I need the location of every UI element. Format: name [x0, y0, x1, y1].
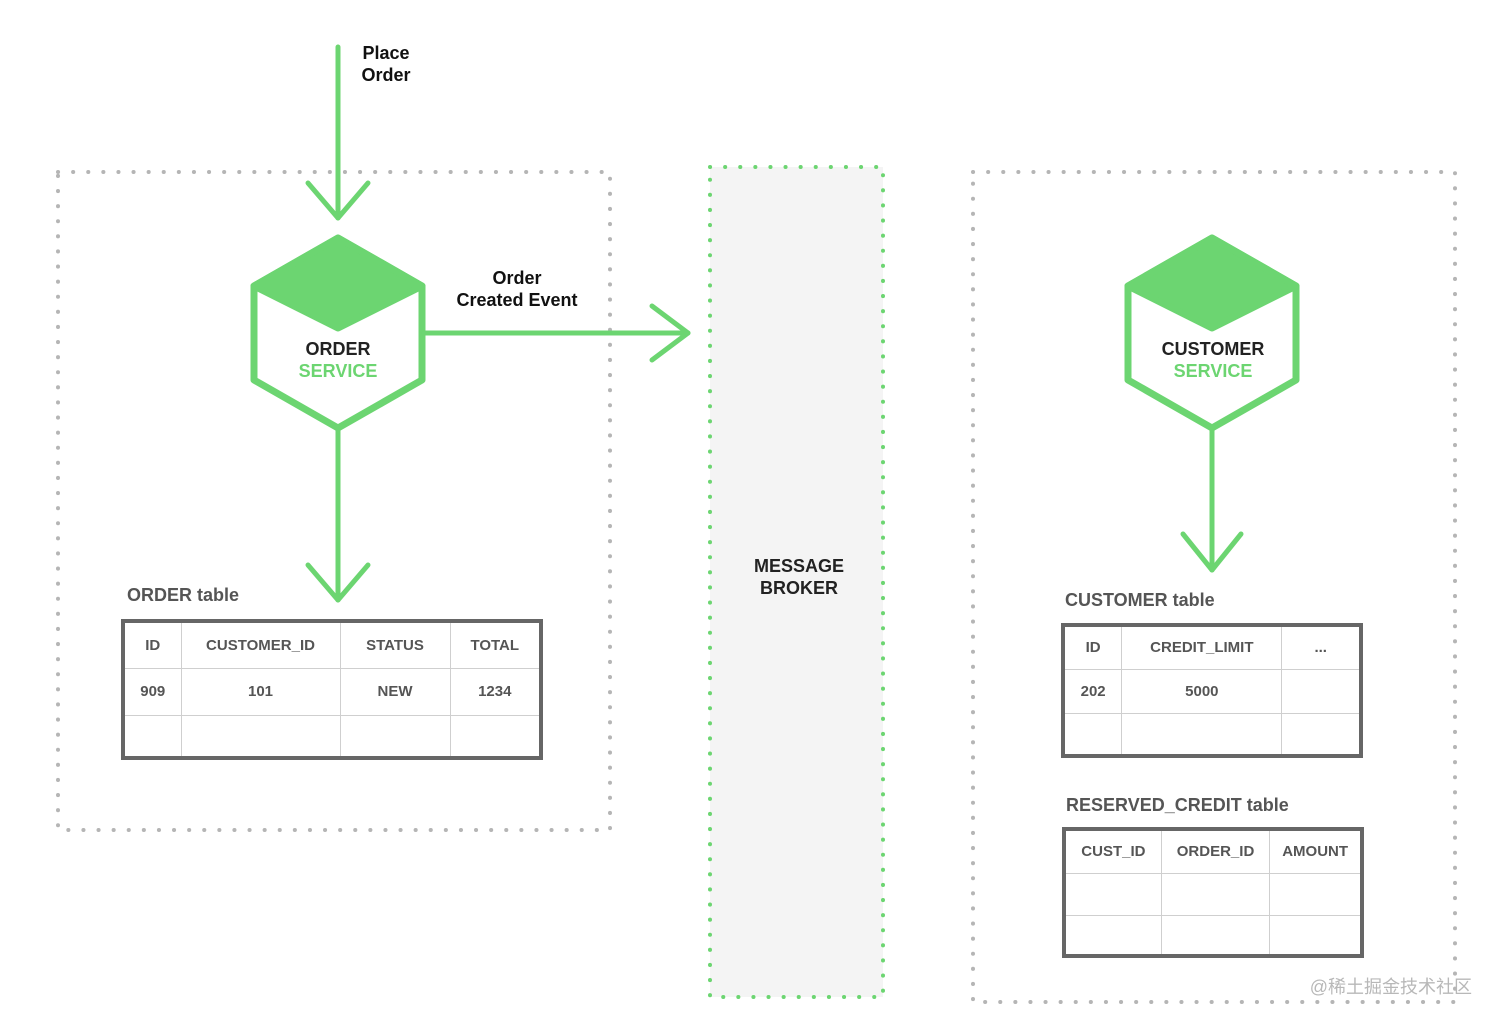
reserved-credit-table-cell: [1269, 914, 1363, 957]
table-row: [1062, 712, 1362, 757]
table-row: 202 5000: [1062, 668, 1362, 714]
reserved-credit-table-title: RESERVED_CREDIT table: [1066, 795, 1289, 815]
customer-service-hexagon-icon: [1124, 234, 1300, 432]
reserved-credit-table-cell: [1160, 914, 1271, 957]
customer-service-label: CUSTOMER SERVICE: [1133, 338, 1293, 382]
order-created-event-label-line1: Order: [492, 268, 542, 288]
order-created-event-arrow: [421, 303, 691, 363]
customer-service-boundary: [971, 170, 1457, 1004]
customer-table: ID CREDIT_LIMIT ... 202 5000: [1061, 623, 1363, 758]
order-service-hexagon-icon: [250, 234, 426, 432]
watermark: @稀土掘金技术社区: [1309, 977, 1472, 997]
customer-table-header: CREDIT_LIMIT: [1121, 624, 1283, 670]
order-table-title: ORDER table: [127, 585, 240, 605]
order-table-cell: [180, 714, 341, 759]
order-table-cell: [122, 714, 182, 759]
order-table-cell: 1234: [449, 667, 542, 716]
order-table-header: TOTAL: [449, 620, 542, 669]
order-service-label: ORDER SERVICE: [268, 338, 408, 382]
order-table-cell: 101: [180, 667, 341, 716]
order-service-name: ORDER: [305, 339, 371, 359]
place-order-arrow: [305, 44, 371, 221]
customer-service-db-arrow: [1180, 427, 1244, 573]
customer-table-cell: [1062, 712, 1123, 757]
order-table: ID CUSTOMER_ID STATUS TOTAL 909 101 NEW …: [121, 619, 543, 760]
table-row: [1063, 914, 1363, 957]
order-table-cell: [339, 714, 451, 759]
order-service-kind: SERVICE: [298, 361, 378, 381]
reserved-credit-table-cell: [1269, 872, 1363, 916]
message-broker-label: MESSAGE BROKER: [724, 555, 874, 599]
order-table-cell: [449, 714, 542, 759]
message-broker-box: [708, 165, 885, 999]
order-service-db-arrow: [305, 427, 371, 603]
message-broker-label-line1: MESSAGE: [753, 556, 845, 576]
order-created-event-label-line2: Created Event: [456, 290, 578, 310]
customer-table-header: ...: [1281, 624, 1362, 670]
customer-table-cell: [1281, 668, 1362, 714]
reserved-credit-table-cell: [1160, 872, 1271, 916]
customer-table-cell: 202: [1062, 668, 1123, 714]
reserved-credit-table-cell: [1063, 872, 1162, 916]
order-table-header: STATUS: [339, 620, 451, 669]
place-order-label: Place Order: [352, 42, 420, 86]
customer-table-header: ID: [1062, 624, 1123, 670]
reserved-credit-table-header: CUST_ID: [1063, 828, 1162, 874]
order-created-event-label: Order Created Event: [437, 267, 597, 311]
customer-table-title: CUSTOMER table: [1065, 590, 1215, 610]
customer-service-name: CUSTOMER: [1161, 339, 1265, 359]
reserved-credit-table-header: AMOUNT: [1269, 828, 1363, 874]
order-table-cell: NEW: [339, 667, 451, 716]
customer-service-kind: SERVICE: [1173, 361, 1253, 381]
place-order-label-line2: Order: [361, 65, 411, 85]
customer-table-cell: [1121, 712, 1283, 757]
reserved-credit-table-cell: [1063, 914, 1162, 957]
message-broker-label-line2: BROKER: [759, 578, 838, 598]
order-table-header: ID: [122, 620, 182, 669]
table-row: [1063, 872, 1363, 916]
customer-table-cell: [1281, 712, 1362, 757]
place-order-label-line1: Place: [362, 43, 410, 63]
order-table-header: CUSTOMER_ID: [180, 620, 341, 669]
order-table-cell: 909: [122, 667, 182, 716]
reserved-credit-table-header: ORDER_ID: [1160, 828, 1271, 874]
reserved-credit-table: CUST_ID ORDER_ID AMOUNT: [1062, 827, 1364, 958]
table-row: 909 101 NEW 1234: [122, 667, 542, 716]
customer-table-cell: 5000: [1121, 668, 1283, 714]
table-row: [122, 714, 542, 759]
